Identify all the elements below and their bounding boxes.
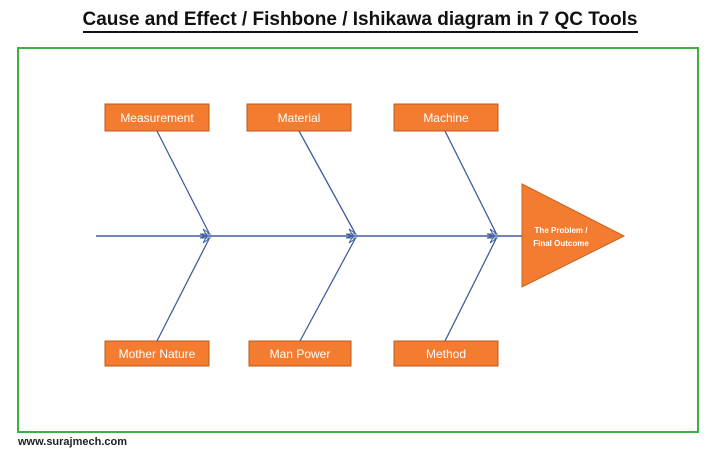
arrowhead-machine xyxy=(486,228,499,237)
arrowhead-measurement xyxy=(199,228,212,237)
page-title: Cause and Effect / Fishbone / Ishikawa d… xyxy=(0,9,720,33)
problem-head-line1: The Problem / xyxy=(535,226,589,235)
cause-label-measurement: Measurement xyxy=(120,111,194,125)
bone-method xyxy=(444,238,497,342)
page-title-text: Cause and Effect / Fishbone / Ishikawa d… xyxy=(82,9,638,33)
arrowhead-material xyxy=(345,228,358,237)
cause-label-machine: Machine xyxy=(423,111,469,125)
cause-box-man-power: Man Power xyxy=(248,340,352,367)
cause-label-mother-nature: Mother Nature xyxy=(119,347,196,361)
cause-box-measurement: Measurement xyxy=(104,103,210,132)
cause-box-machine: Machine xyxy=(393,103,499,132)
cause-label-man-power: Man Power xyxy=(270,347,331,361)
footer-url: www.surajmech.com xyxy=(18,436,128,448)
problem-head xyxy=(521,183,626,288)
bone-mother-nature xyxy=(156,238,210,342)
arrowhead-man-power xyxy=(345,235,358,244)
diagram-frame xyxy=(17,47,699,433)
cause-box-method: Method xyxy=(393,340,499,367)
cause-label-material: Material xyxy=(278,111,321,125)
arrowhead-method xyxy=(486,235,499,244)
bone-man-power xyxy=(299,238,356,342)
bone-measurement xyxy=(156,130,210,234)
cause-box-mother-nature: Mother Nature xyxy=(104,340,210,367)
bone-machine xyxy=(444,130,497,234)
arrowhead-mother-nature xyxy=(199,235,212,244)
cause-box-material: Material xyxy=(246,103,352,132)
bone-material xyxy=(298,130,356,234)
problem-head-line2: Final Outcome xyxy=(533,239,589,248)
cause-label-method: Method xyxy=(426,347,466,361)
